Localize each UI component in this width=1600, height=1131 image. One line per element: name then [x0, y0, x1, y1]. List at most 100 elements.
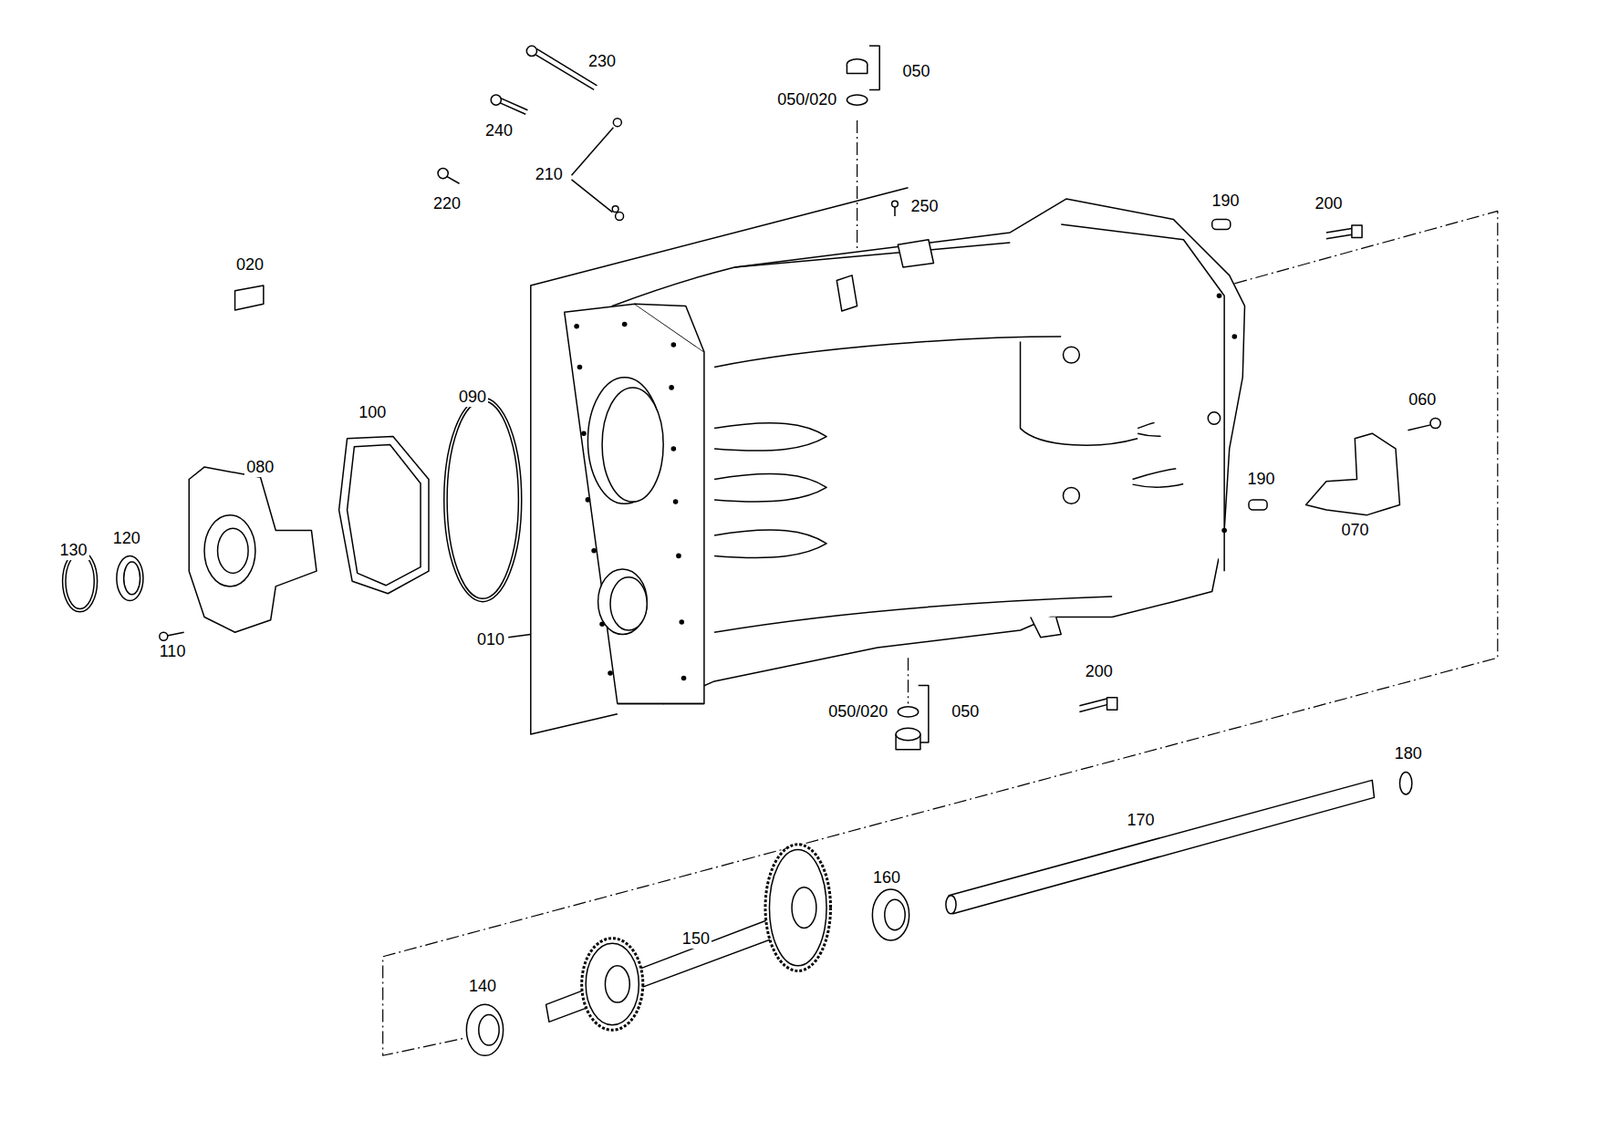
bolt	[532, 52, 594, 90]
housing	[599, 621, 605, 627]
housing	[714, 529, 827, 558]
shaft	[948, 779, 1374, 914]
bolt	[1326, 228, 1352, 232]
callout-number: 070	[1339, 521, 1371, 541]
housing	[1216, 292, 1223, 299]
housing	[564, 303, 705, 704]
housing	[612, 198, 1245, 704]
housing	[1232, 333, 1238, 340]
callout-number: 130	[58, 541, 90, 561]
callout-number: 110	[157, 643, 188, 662]
shaft	[581, 938, 644, 1031]
callout-number: 020	[234, 256, 266, 275]
callout-number: 210	[533, 166, 565, 185]
housing	[668, 384, 675, 391]
callout-number: 090	[457, 388, 489, 407]
seal	[62, 397, 522, 613]
shaft	[768, 849, 827, 966]
callout-number: 200	[1312, 195, 1344, 214]
callout-number: 190	[1209, 193, 1241, 212]
seal	[444, 397, 522, 603]
callout-number: 080	[244, 459, 276, 478]
plug	[895, 727, 921, 740]
bolt	[1212, 218, 1231, 229]
bolt	[615, 212, 624, 221]
housing	[634, 303, 705, 353]
housing	[836, 275, 857, 312]
callout-number: 150	[680, 930, 712, 949]
plug	[846, 63, 867, 73]
shaft	[478, 1015, 499, 1047]
cover	[218, 528, 250, 573]
shaft	[884, 899, 905, 931]
housing	[681, 675, 687, 682]
callout-number: 050	[900, 63, 932, 83]
plug	[897, 706, 918, 717]
bolt	[1079, 705, 1107, 713]
housing	[671, 446, 677, 452]
shaft	[604, 966, 630, 1003]
housing	[607, 670, 613, 676]
seal	[446, 400, 519, 599]
housing	[671, 342, 677, 348]
seal	[65, 553, 94, 609]
housing	[573, 323, 580, 330]
bolt	[1107, 697, 1118, 710]
cover	[188, 467, 317, 633]
bolt	[159, 45, 1441, 712]
housing	[1030, 616, 1062, 637]
callout-number: 120	[111, 529, 143, 549]
housing	[675, 553, 682, 560]
housing	[581, 430, 587, 437]
housing	[714, 423, 827, 451]
housing	[714, 336, 1061, 368]
leader-line	[571, 127, 614, 177]
callout-number: 240	[483, 122, 515, 141]
callout-number: 180	[1392, 745, 1424, 764]
assembly-line	[383, 120, 1498, 1056]
shaft	[466, 1004, 503, 1056]
cover	[188, 467, 317, 633]
plug	[846, 59, 921, 750]
bolt	[499, 97, 528, 110]
callout-number: 160	[871, 869, 903, 888]
housing	[598, 569, 648, 635]
leader-line	[571, 127, 614, 213]
bracket-part	[1306, 433, 1401, 515]
callout-number: 010	[475, 632, 507, 651]
housing	[1020, 342, 1139, 447]
seal	[116, 555, 144, 601]
housing	[617, 703, 705, 706]
housing	[622, 322, 628, 328]
plug	[846, 94, 867, 105]
housing	[734, 242, 1010, 268]
bolt	[1326, 234, 1352, 239]
housing	[679, 619, 686, 625]
seal	[124, 561, 141, 595]
leader-line	[571, 179, 613, 213]
shaft	[1399, 771, 1412, 795]
bolt	[159, 632, 168, 641]
shaft	[765, 844, 832, 972]
bolt	[1351, 225, 1362, 238]
callout-number: 200	[1083, 663, 1115, 682]
callout-number: 250	[908, 197, 940, 217]
bracket	[508, 633, 531, 637]
bolt	[612, 206, 619, 213]
housing	[673, 498, 679, 505]
shaft	[945, 895, 956, 915]
callout-number: 140	[467, 977, 499, 997]
shaft	[872, 889, 909, 941]
housing	[714, 474, 827, 502]
callout-number: 060	[1406, 391, 1438, 410]
housing	[897, 239, 934, 268]
housing	[1062, 487, 1080, 504]
housing	[591, 548, 597, 554]
callout-number: 050	[949, 703, 981, 722]
shaft	[791, 887, 817, 929]
shaft	[585, 943, 639, 1025]
callout-number: 050/020	[775, 91, 839, 110]
bolt	[437, 167, 448, 178]
housing	[564, 198, 1246, 704]
